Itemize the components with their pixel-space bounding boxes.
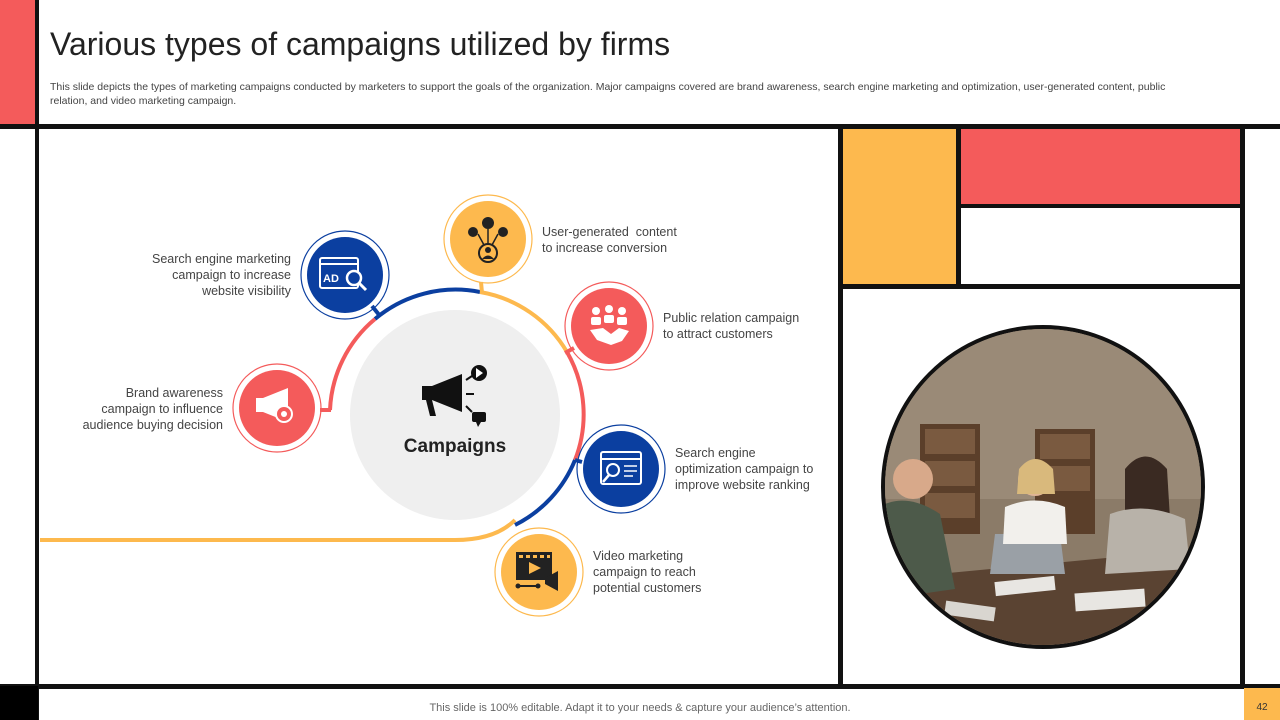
frame-line: [0, 124, 1280, 129]
frame-line: [0, 684, 1280, 689]
meeting-photo: [881, 325, 1205, 649]
frame-line: [958, 204, 1242, 208]
sem-node: AD: [300, 230, 390, 320]
frame-line: [838, 125, 843, 687]
ad-search-icon: AD: [319, 257, 368, 292]
yellow-accent-block: [843, 129, 956, 284]
user-network-icon: [468, 217, 508, 263]
caption-ugc: User-generated content to increase conve…: [542, 225, 677, 255]
frame-line: [1240, 125, 1245, 687]
caption-brand: Brand awareness campaign to influence au…: [82, 386, 223, 432]
center-label: Campaigns: [403, 436, 507, 457]
ring-arc-blue-top: [373, 287, 481, 321]
red-accent-block: [961, 129, 1240, 204]
ring-arc-red-right: [565, 351, 586, 461]
connector-tick: [370, 304, 382, 318]
ring-arc-red-left: [328, 317, 377, 411]
caption-pr: Public relation campaign to attract cust…: [663, 311, 800, 341]
connector-tick: [564, 346, 575, 355]
black-corner-block: [0, 686, 38, 720]
slide-subtitle: This slide depicts the types of marketin…: [50, 81, 1166, 107]
red-accent-bar: [0, 0, 35, 125]
caption-video: Video marketing campaign to reach potent…: [593, 549, 702, 595]
caption-seo: Search engine optimization campaign to i…: [675, 446, 814, 492]
handshake-icon: [590, 305, 629, 345]
seo-browser-icon: [600, 451, 642, 485]
ring-arc-yellow-top: [479, 290, 569, 354]
frame-line: [35, 0, 39, 720]
center-circle: [350, 310, 560, 520]
meeting-photo-illustration: [885, 329, 1201, 645]
svg-text:AD: AD: [323, 273, 339, 285]
ring-arc-blue-right: [514, 459, 577, 527]
yellow-connector-line: [40, 518, 517, 542]
slide-title: Various types of campaigns utilized by f…: [50, 26, 671, 62]
megaphone-icon: [422, 365, 487, 427]
ugc-node: [443, 194, 533, 284]
brand-node: [232, 363, 322, 453]
frame-line: [840, 284, 1244, 289]
page-number-box: [1244, 688, 1280, 720]
connector-tick: [479, 281, 484, 294]
video-node: [494, 527, 584, 617]
video-megaphone-icon: [515, 552, 558, 591]
footer-note: This slide is 100% editable. Adapt it to…: [429, 702, 851, 714]
page-number: 42: [1256, 702, 1268, 713]
seo-node: [576, 424, 666, 514]
megaphone-badge-icon: [256, 388, 293, 423]
connector-tick: [574, 458, 583, 464]
pr-node: [564, 281, 654, 371]
caption-sem: Search engine marketing campaign to incr…: [152, 252, 291, 298]
